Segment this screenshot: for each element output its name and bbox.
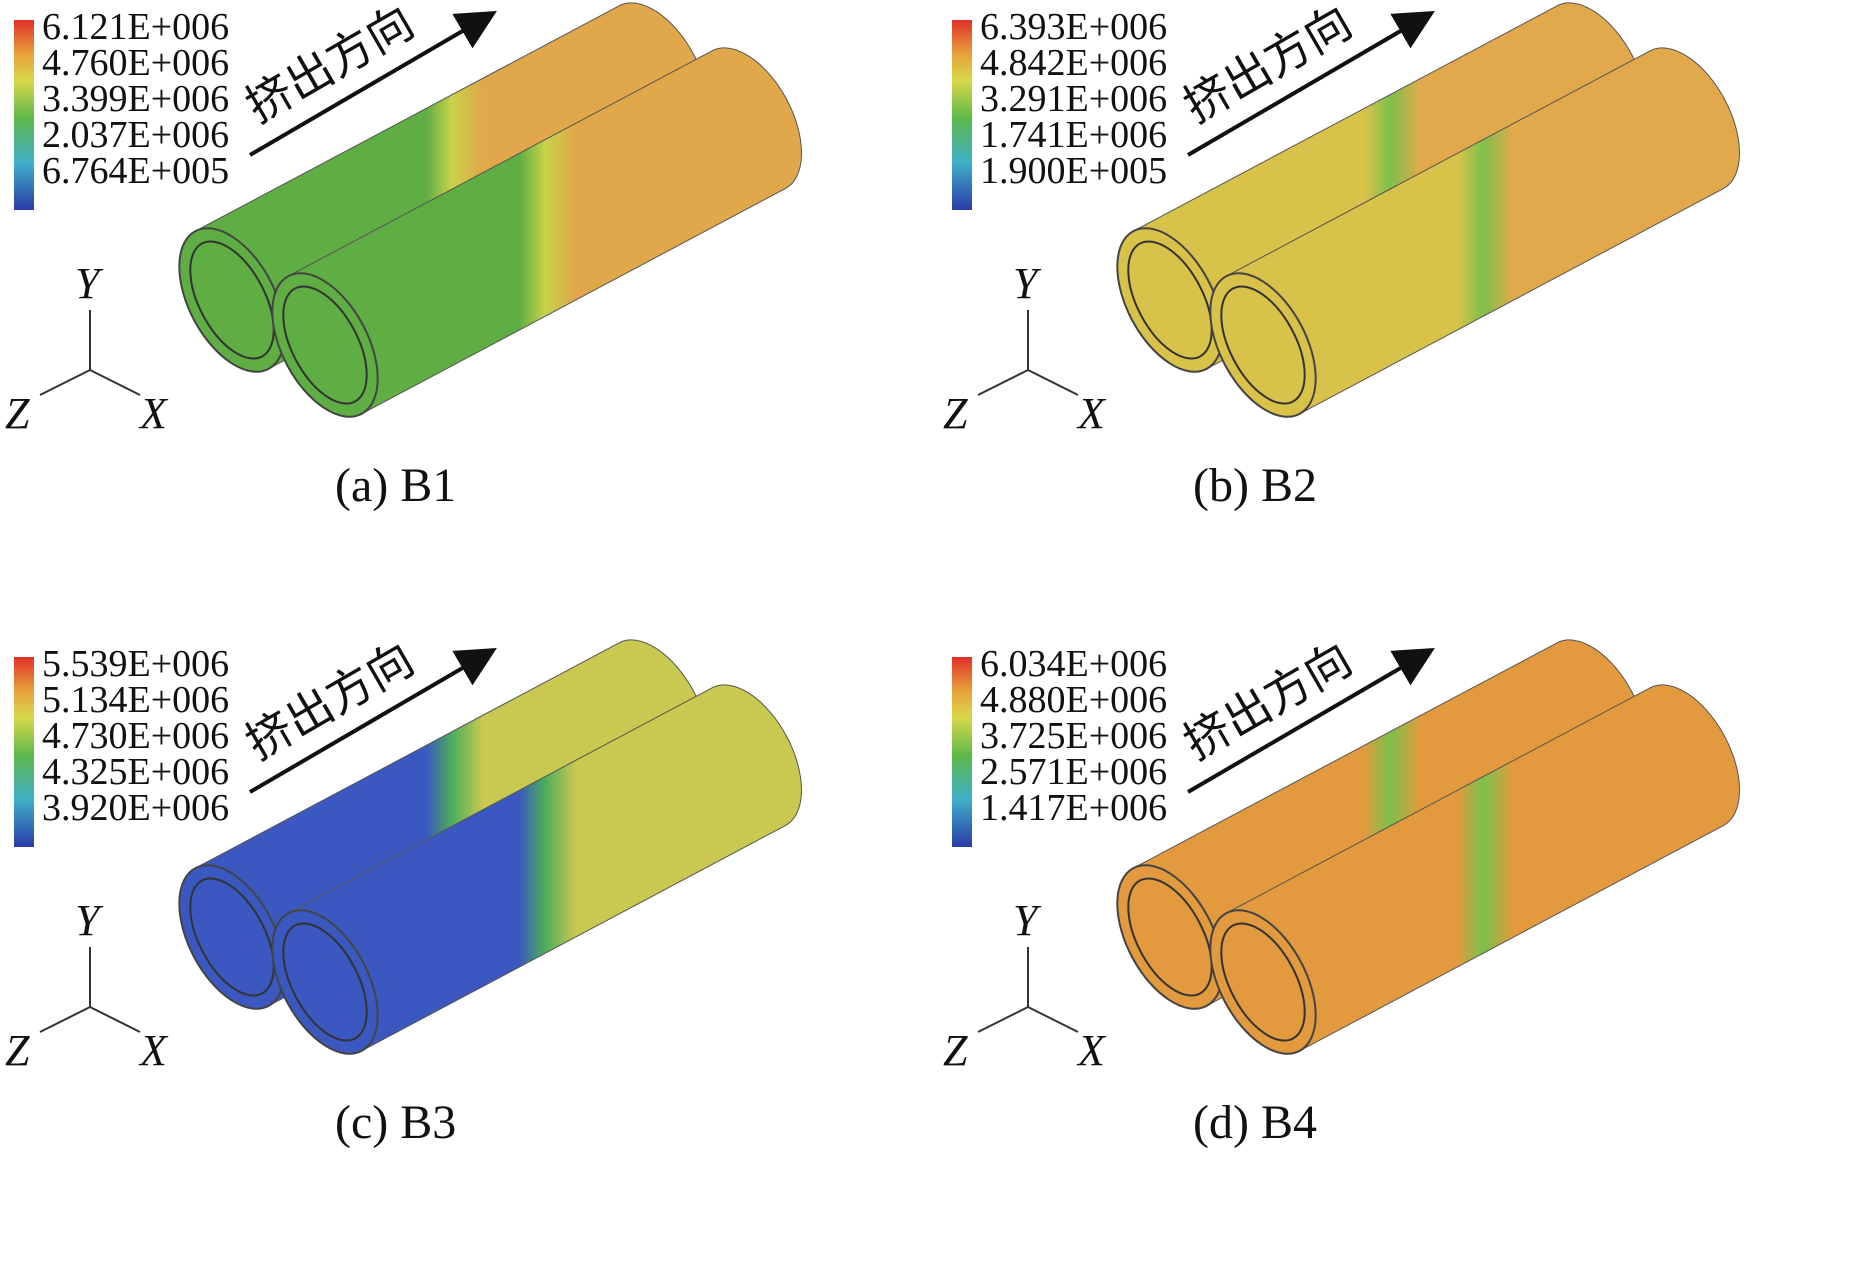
- legend-label: 1.417E+006: [980, 787, 1168, 829]
- axis-label-x: X: [1078, 1026, 1105, 1075]
- axis-label-z: Z: [5, 389, 30, 438]
- legend-label: 5.539E+006: [42, 643, 230, 685]
- cylinder-front: [1209, 684, 1740, 1055]
- extrusion-arrow: [1186, 10, 1435, 157]
- axis-label-z: Z: [943, 389, 968, 438]
- axis-label-y: Y: [75, 896, 100, 945]
- legend-label: 6.121E+006: [42, 6, 230, 48]
- axis-label-x: X: [140, 389, 167, 438]
- panel-caption: (a) B1: [335, 459, 457, 512]
- cylinder-front: [271, 684, 802, 1055]
- axis-x-line: [1027, 369, 1079, 396]
- legend-label: 3.725E+006: [980, 715, 1168, 757]
- legend-label: 5.134E+006: [42, 679, 230, 721]
- axis-label-x: X: [140, 1026, 167, 1075]
- cylinder-render: [977, 639, 1740, 1055]
- legend-label: 6.034E+006: [980, 643, 1168, 685]
- cylinder-render: [977, 2, 1740, 418]
- axis-label-y: Y: [1013, 896, 1038, 945]
- legend-label: 2.571E+006: [980, 751, 1168, 793]
- legend-label: 4.760E+006: [42, 42, 230, 84]
- legend-color-bar: [14, 657, 34, 847]
- axis-z-line: [977, 1006, 1029, 1033]
- legend-label: 1.900E+005: [980, 150, 1168, 192]
- panel-caption: (c) B3: [335, 1096, 457, 1149]
- extrusion-arrow: [1186, 647, 1435, 794]
- legend-label: 4.325E+006: [42, 751, 230, 793]
- axis-label-z: Z: [5, 1026, 30, 1075]
- panel-caption: (d) B4: [1193, 1096, 1317, 1149]
- axis-z-line: [977, 369, 1029, 396]
- axis-label-y: Y: [75, 259, 100, 308]
- legend-label: 4.730E+006: [42, 715, 230, 757]
- legend-label: 4.842E+006: [980, 42, 1168, 84]
- legend-label: 4.880E+006: [980, 679, 1168, 721]
- extrusion-arrow: [248, 647, 497, 794]
- legend-label: 3.291E+006: [980, 78, 1168, 120]
- legend-label: 2.037E+006: [42, 114, 230, 156]
- legend-label: 3.920E+006: [42, 787, 230, 829]
- axis-z-line: [39, 1006, 91, 1033]
- cylinder-front: [1209, 47, 1740, 418]
- axis-label-y: Y: [1013, 259, 1038, 308]
- axis-label-z: Z: [943, 1026, 968, 1075]
- axis-label-x: X: [1078, 389, 1105, 438]
- axis-x-line: [89, 369, 141, 396]
- cylinder-render: [39, 2, 802, 418]
- cylinder-render: [39, 639, 802, 1055]
- axis-x-line: [1027, 1006, 1079, 1033]
- legend-label: 3.399E+006: [42, 78, 230, 120]
- legend-label: 6.393E+006: [980, 6, 1168, 48]
- legend-color-bar: [952, 20, 972, 210]
- cylinder-front: [271, 47, 802, 418]
- legend-color-bar: [952, 657, 972, 847]
- extrusion-arrow: [248, 10, 497, 157]
- legend-label: 6.764E+005: [42, 150, 230, 192]
- legend-label: 1.741E+006: [980, 114, 1168, 156]
- legend-color-bar: [14, 20, 34, 210]
- axis-x-line: [89, 1006, 141, 1033]
- panel-caption: (b) B2: [1193, 459, 1317, 512]
- axis-z-line: [39, 369, 91, 396]
